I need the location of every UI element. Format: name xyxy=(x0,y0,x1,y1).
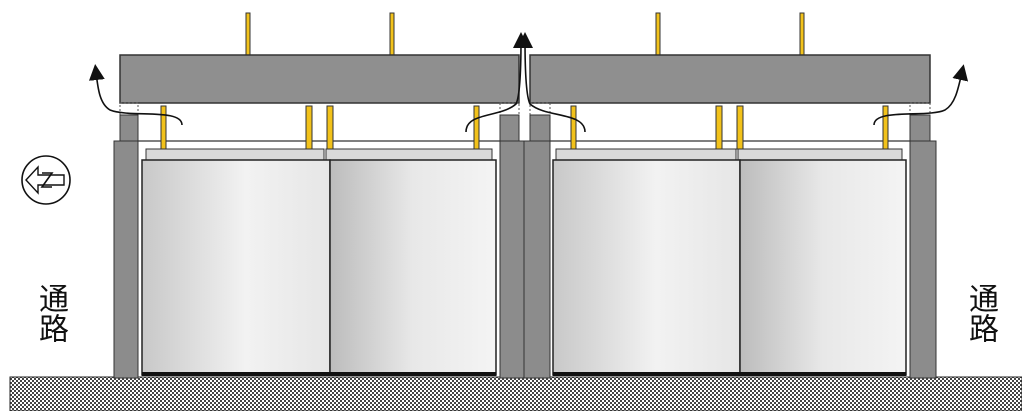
aisle-label-left: 通路 xyxy=(33,283,68,343)
hood-gaps xyxy=(119,102,931,116)
exhaust-hood-right xyxy=(529,54,931,104)
upper-posts xyxy=(119,114,931,142)
lift-rods xyxy=(160,105,889,150)
north-arrow-icon xyxy=(21,155,71,205)
tank-1 xyxy=(141,159,331,376)
ground xyxy=(9,376,1022,411)
airflow-arrow-right-inner xyxy=(517,32,586,133)
tank-3 xyxy=(552,159,741,376)
columns xyxy=(113,140,937,379)
top-rods xyxy=(245,12,805,56)
airflow-arrows xyxy=(88,32,969,133)
aisle-label-right: 通路 xyxy=(963,283,998,343)
airflow-arrow-left-outer xyxy=(88,64,183,126)
airflow-arrow-left-inner xyxy=(465,32,529,133)
exhaust-hood-left xyxy=(119,54,520,104)
airflow-arrow-right-outer xyxy=(873,64,969,126)
tanks xyxy=(141,159,907,376)
tank-2 xyxy=(329,159,497,376)
tank-bases xyxy=(142,372,906,376)
tank-4 xyxy=(739,159,907,376)
